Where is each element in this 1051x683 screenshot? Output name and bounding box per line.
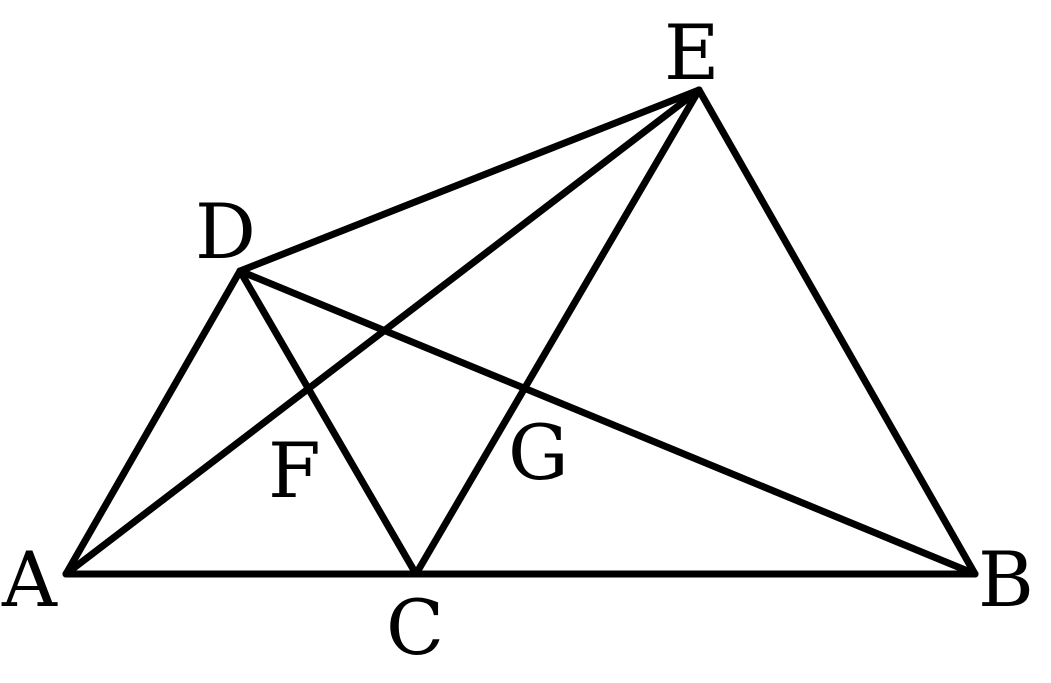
label-A: A [1,535,58,624]
label-D: D [195,187,256,276]
segment-AD [62,267,244,578]
label-F: F [268,426,321,515]
segment-EB [695,86,979,578]
label-B: B [978,535,1034,624]
label-C: C [386,583,444,672]
segment-CE [412,86,703,578]
label-E: E [664,8,719,97]
segment-DB [236,267,979,578]
label-G: G [508,408,569,497]
point-labels: A B C D E F G [1,8,1034,672]
segments [62,86,979,578]
segment-DC [236,267,420,578]
segment-DE [236,86,703,275]
